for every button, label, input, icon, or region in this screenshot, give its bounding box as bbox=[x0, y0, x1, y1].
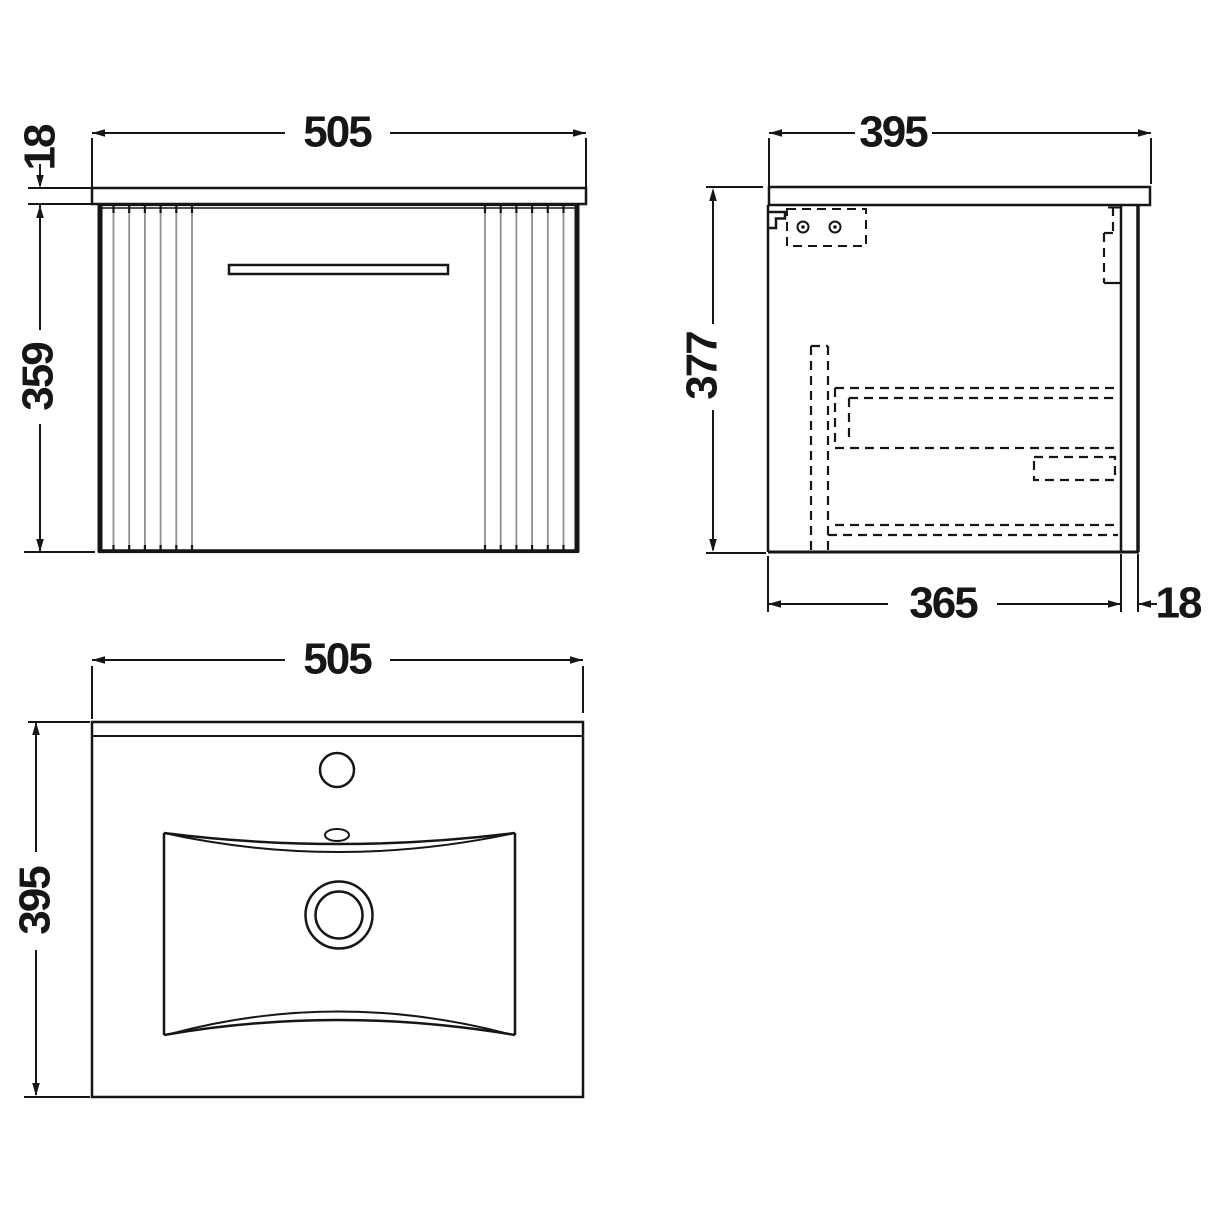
side-dim-internal-arrow-left bbox=[768, 600, 781, 608]
plan-dim-depth-arrow-bottom bbox=[32, 1083, 40, 1096]
front-dim-width-label: 505 bbox=[303, 108, 372, 157]
plan-dim-width-label: 505 bbox=[303, 635, 372, 684]
front-dim-thickness-label: 18 bbox=[16, 124, 65, 170]
front-dim-width-arrow-left bbox=[92, 129, 105, 137]
side-hanger-hook bbox=[768, 210, 787, 230]
bracket-screw-hole bbox=[828, 220, 842, 234]
basin-top-edge-inner bbox=[163, 832, 516, 853]
front-dim-height-label: 359 bbox=[14, 343, 63, 411]
front-dim-thickness-arrow-top bbox=[36, 175, 44, 188]
front-cabinet bbox=[97, 203, 580, 554]
basin-top-edge-outer bbox=[163, 831, 516, 846]
bracket-screw-hole bbox=[796, 220, 810, 234]
waste-drain-outer bbox=[304, 880, 374, 950]
drawer-runner-hidden bbox=[1032, 455, 1117, 482]
side-dim-height-label: 377 bbox=[678, 332, 727, 400]
side-dim-panel-arrow bbox=[1138, 600, 1151, 608]
side-dim-height-arrow-bottom bbox=[709, 539, 717, 552]
overflow-slot bbox=[324, 828, 350, 842]
side-dim-panel-label: 18 bbox=[1156, 579, 1202, 628]
tap-hole bbox=[318, 751, 356, 789]
side-dim-depth-arrow-right bbox=[1138, 129, 1151, 137]
front-dim-width-arrow-right bbox=[573, 129, 586, 137]
side-dim-height-arrow-top bbox=[709, 188, 717, 201]
bracket-screw-center bbox=[801, 225, 805, 229]
front-worktop bbox=[90, 186, 588, 206]
basin-bottom-edge-outer bbox=[163, 1018, 516, 1037]
waste-drain-inner bbox=[314, 890, 364, 940]
side-dim-internal-label: 365 bbox=[909, 579, 978, 628]
plan-dim-width-arrow-right bbox=[570, 656, 583, 664]
side-dim-internal-arrow-right bbox=[1108, 600, 1121, 608]
plan-dim-width-arrow-left bbox=[92, 656, 105, 664]
plan-dim-depth-arrow-top bbox=[32, 722, 40, 735]
front-dim-height-arrow-bottom bbox=[36, 539, 44, 552]
side-dim-depth-arrow-left bbox=[769, 129, 782, 137]
plan-dim-depth-label: 395 bbox=[11, 866, 60, 935]
side-worktop bbox=[767, 185, 1152, 207]
front-handle-recess bbox=[227, 263, 450, 276]
bracket-screw-center bbox=[833, 225, 837, 229]
side-dim-depth-label: 395 bbox=[859, 108, 928, 157]
basin-bottom-edge-inner bbox=[169, 1010, 510, 1035]
plan-worktop-outline bbox=[90, 720, 585, 1099]
side-wall-bracket-hidden bbox=[786, 208, 867, 247]
